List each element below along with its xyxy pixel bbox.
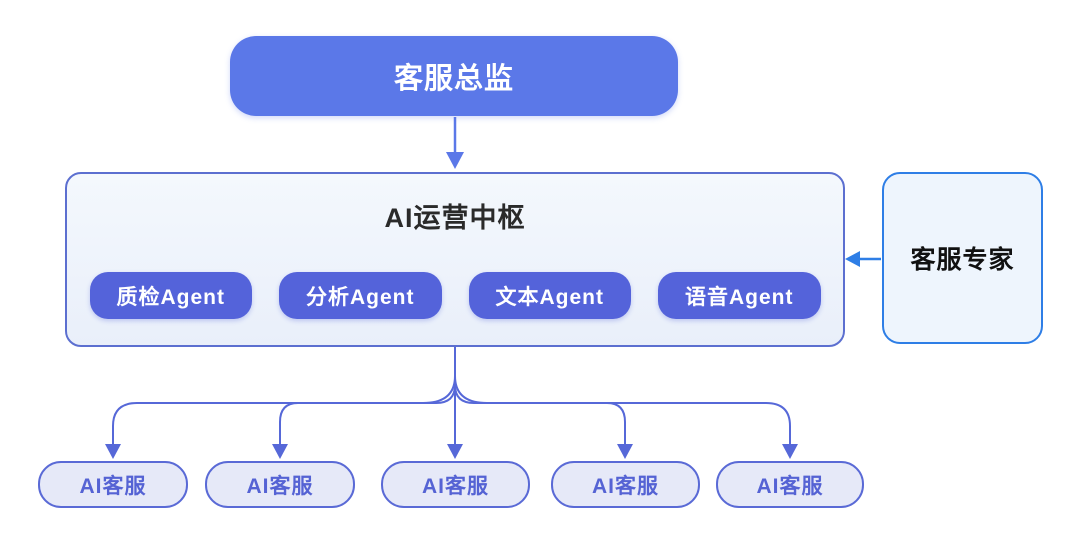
- expert-node: 客服专家: [882, 172, 1043, 344]
- leaf-label: AI客服: [246, 474, 314, 498]
- ai-agent-leaf-node: AI客服: [716, 461, 864, 508]
- agent-label: 分析Agent: [306, 285, 415, 309]
- agent-label: 语音Agent: [685, 285, 794, 309]
- leaf-label: AI客服: [79, 474, 147, 498]
- hub-title: AI运营中枢: [384, 203, 526, 233]
- ai-operations-hub: AI运营中枢 质检Agent 分析Agent 文本Agent 语音Agent: [65, 172, 845, 347]
- tree-hub-to-leaves: [105, 347, 798, 459]
- director-label: 客服总监: [393, 63, 514, 95]
- expert-label: 客服专家: [910, 246, 1015, 274]
- director-node: 客服总监: [230, 36, 678, 116]
- leaf-label: AI客服: [756, 474, 824, 498]
- agent-pill-analysis: 分析Agent: [279, 272, 442, 319]
- agent-pill-quality: 质检Agent: [89, 272, 252, 319]
- leaf-label: AI客服: [592, 474, 659, 498]
- leaf-label: AI客服: [422, 474, 489, 498]
- ai-agent-leaf-node: AI客服: [381, 461, 530, 508]
- arrow-expert-to-hub: [845, 251, 881, 267]
- agent-label: 文本Agent: [495, 285, 604, 309]
- agent-pill-text: 文本Agent: [468, 272, 631, 319]
- agent-row: 质检Agent 分析Agent 文本Agent 语音Agent: [67, 272, 843, 319]
- ai-agent-leaf-node: AI客服: [205, 461, 355, 508]
- ai-agent-leaf-node: AI客服: [38, 461, 188, 508]
- agent-pill-voice: 语音Agent: [658, 272, 821, 319]
- arrow-director-to-hub: [446, 117, 464, 169]
- agent-label: 质检Agent: [116, 285, 225, 309]
- ai-agent-leaf-node: AI客服: [551, 461, 700, 508]
